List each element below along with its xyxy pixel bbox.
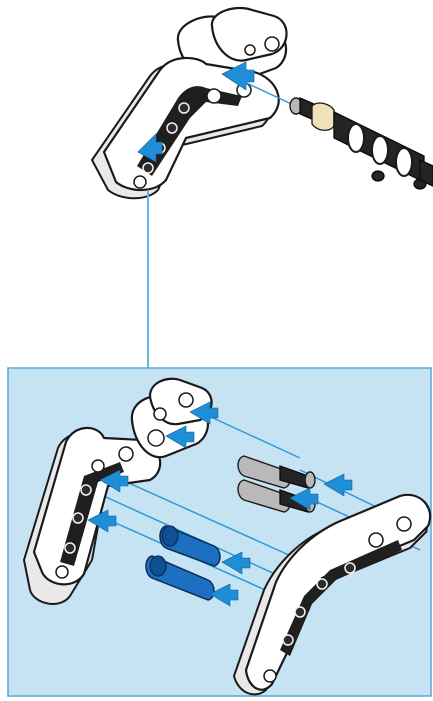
subassembly-panel xyxy=(8,368,431,696)
result-assembly xyxy=(92,8,433,198)
axle-pin-assembly xyxy=(290,98,433,189)
